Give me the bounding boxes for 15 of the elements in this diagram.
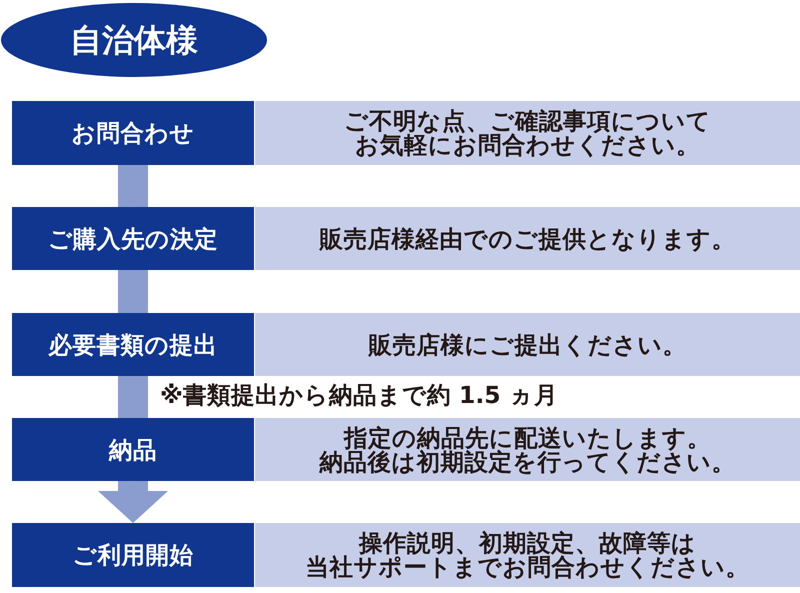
description-box: 販売店様にご提出ください。	[255, 313, 800, 376]
oval-banner: 自治体様	[1, 3, 267, 77]
connector-bar	[118, 270, 148, 313]
down-arrow	[98, 481, 168, 523]
step-box: ご利用開始	[12, 523, 254, 587]
description-box: 販売店様経由でのご提供となります。	[255, 207, 800, 270]
note-text: ※書類提出から納品まで約 1.5 ヵ月	[160, 381, 558, 409]
step-box: 納品	[12, 418, 254, 481]
connector-bar	[118, 165, 148, 207]
step-box: 必要書類の提出	[12, 313, 254, 376]
step-box: お問合わせ	[12, 101, 254, 165]
description-box: ご不明な点、ご確認事項についてお気軽にお問合わせください。	[255, 101, 800, 165]
description-box: 指定の納品先に配送いたします。納品後は初期設定を行ってください。	[255, 418, 800, 481]
description-box: 操作説明、初期設定、故障等は当社サポートまでお問合わせください。	[255, 523, 800, 587]
step-box: ご購入先の決定	[12, 207, 254, 270]
